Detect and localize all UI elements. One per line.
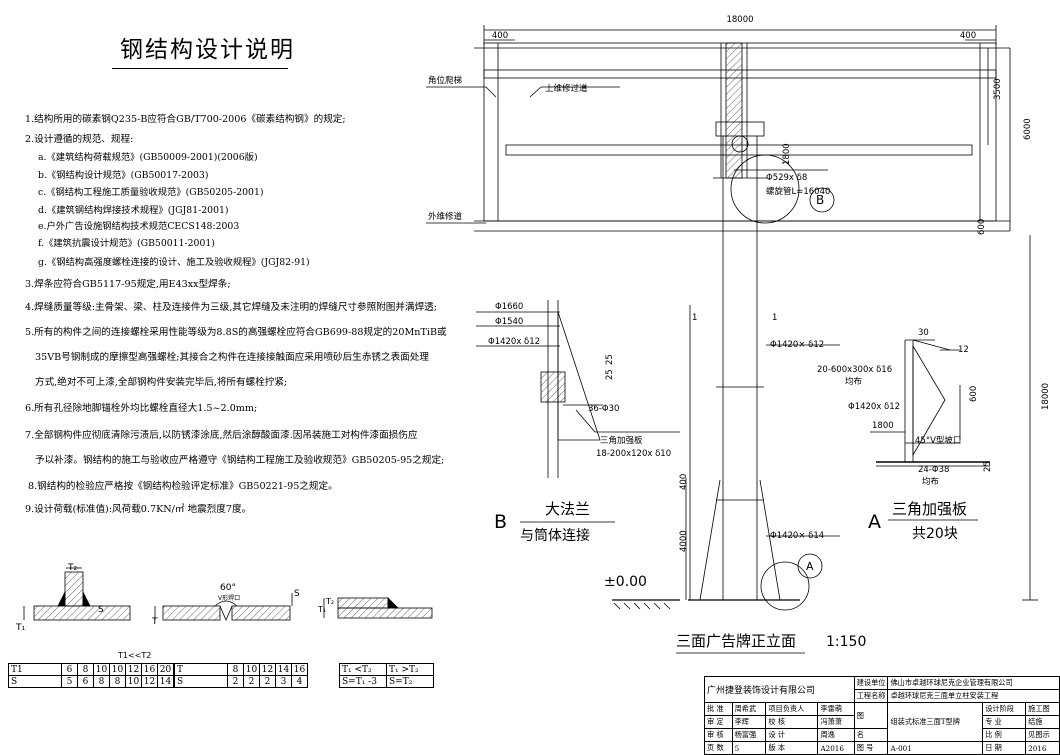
section-spec-upper: Φ1420× δ12 [770, 340, 824, 350]
detail-a-letter: A [868, 511, 881, 533]
weld-detail-2 [154, 593, 293, 622]
dim-400-column: 400 [679, 474, 689, 490]
ladder-label: 角位爬梯 [428, 75, 463, 86]
project-name: 卓越环球尼克三面单立柱安装工程 [887, 689, 1060, 703]
section-mark-left: 1 [692, 313, 697, 323]
page-title: 钢结构设计说明 [120, 37, 295, 63]
flange-dim-25b: 25 [605, 369, 615, 380]
detail-a-bolts: 24-Φ38 [918, 465, 949, 475]
note-2b: b.《钢结构设计规范》(GB50017-2003) [38, 170, 209, 181]
elevation-scale: 1:150 [826, 634, 866, 650]
rib-name: 三角加强板 [600, 435, 643, 446]
detail-a-plate: 20-600x300x δ16 [817, 365, 892, 375]
detail-a-even: 均布 [845, 376, 862, 387]
note-6: 6.所有孔径除地脚锚栓外均比螺栓直径大1.5~2.0mm; [25, 403, 258, 414]
dim-400-right: 400 [960, 31, 976, 41]
note-5c: 方式,绝对不可上漆,全部钢构件安装完毕后,将所有螺栓拧紧; [35, 377, 288, 388]
note-2d: d.《建筑钢结构焊接技术规程》(JGJ81-2001) [38, 205, 229, 216]
title-underline [112, 68, 288, 69]
section-mark-right: 1 [772, 313, 777, 323]
note-3: 3.焊条应符合GB5117-95规定,用E43xx型焊条; [25, 279, 231, 290]
flange-dim-25a: 25 [605, 354, 615, 365]
weld-detail-1 [23, 567, 131, 621]
detail-a-dim-600: 600 [969, 386, 979, 402]
dim-18000-vertical: 18000 [1041, 383, 1051, 410]
note-8: 8.钢结构的检验应严格按《钢结构检验评定标准》GB50221-95之规定。 [28, 481, 338, 492]
weld3-t1: T₁ [317, 605, 326, 614]
detail-a-dim-1800: 1800 [872, 421, 894, 431]
note-7: 7.全部钢构件应彻底清除污渍后,以防锈漆涂底,然后涂醇酸面漆.因吊装施工对构件漆… [25, 430, 418, 441]
note-2f: f.《建筑抗震设计规范》(GB50011-2001) [38, 238, 215, 249]
detail-b [476, 300, 680, 478]
title-block: 广州捷登装饰设计有限公司 建设单位 佛山市卓越环球尼克企业管理有限公司 工程名称… [704, 676, 1060, 755]
weld1-s: S [98, 605, 104, 615]
upper-walkway-label: 上维修过道 [545, 83, 588, 94]
note-4: 4.焊缝质量等级:主骨架、梁、柱及连接件为三级,其它焊缝及未注明的焊缝尺寸参照附… [25, 302, 438, 313]
weld1-condition: T1<<T2 [117, 651, 151, 660]
ladder [720, 42, 748, 179]
dim-6000: 6000 [1023, 118, 1033, 140]
detail-a-subtitle: 共20块 [912, 526, 958, 542]
ground [612, 599, 680, 610]
weld1-t1: T₁ [15, 623, 25, 633]
dim-600: 600 [977, 219, 987, 235]
build-unit: 佛山市卓越环球尼克企业管理有限公司 [887, 676, 1060, 690]
detail-a-dim-30: 30 [918, 328, 929, 338]
note-9: 9.设计荷载(标准值):风荷载0.7KN/㎡ 地震烈度7度。 [25, 504, 252, 515]
callout-a: A [806, 560, 814, 573]
dim-400-left: 400 [492, 31, 508, 41]
weld2-t: T [151, 617, 158, 627]
elevation-caption: 三面广告牌正立面 [676, 632, 796, 650]
note-2e: e.户外广告设施钢结构技术规范CECS148:2003 [38, 221, 240, 232]
note-2g: g.《钢结构高强度螺栓连接的设计、施工及验收规程》(JGJ82-91) [38, 257, 310, 268]
pipe-length: 螺旋管L=16040 [766, 186, 830, 197]
rib-spec: 18-200x120x δ10 [596, 449, 671, 459]
weld2-s: S [294, 589, 300, 599]
detail-a-title: 三角加强板 [892, 500, 967, 518]
weld2-angle: 60° [220, 583, 236, 593]
detail-b-title: 大法兰 [545, 500, 590, 518]
note-2c: c.《钢结构工程施工质量验收规范》(GB50205-2001) [38, 187, 264, 198]
dim-1800: 1800 [782, 143, 792, 165]
dim-4000: 4000 [679, 530, 689, 552]
detail-a-even2: 均布 [922, 476, 939, 487]
detail-a [870, 339, 990, 467]
note-5: 5.所有的构件之间的连接螺栓采用性能等级为8.8S的高强螺栓应符合GB699-8… [25, 327, 447, 338]
weld3-t2: T₂ [325, 597, 334, 606]
flange-holes: 36-Φ30 [588, 404, 619, 414]
note-7b: 予以补漆。钢结构的施工与验收应严格遵守《钢结构工程施工及验收规范》GB50205… [35, 455, 445, 466]
weld1-t2: T₂ [67, 563, 77, 573]
detail-a-groove: 45°V型坡口 [915, 435, 961, 446]
leaders [426, 86, 840, 537]
flange-d1540: Φ1540 [495, 317, 523, 327]
outer-walkway-label: 外维修道 [428, 211, 463, 222]
dim-18000: 18000 [726, 15, 753, 25]
weld2-groove: V形焊口 [218, 594, 240, 602]
section-spec-lower: Φ1420× δ14 [770, 531, 824, 541]
note-1: 1.结构所用的碳素钢Q235-B应符合GB/T700-2006《碳素结构钢》的规… [25, 114, 346, 125]
note-2: 2.设计遵循的规范、规程: [25, 134, 134, 145]
detail-b-letter: B [494, 511, 507, 533]
note-5b: 35VB号钢制成的摩擦型高强螺栓;其接合之构件在连接接触面应采用喷砂后生赤锈之表… [35, 352, 429, 363]
dim-3500: 3500 [993, 78, 1003, 100]
detail-a-dim-25: 25 [983, 461, 993, 472]
callout-b: B [816, 193, 824, 207]
detail-a-pipe: Φ1420x δ12 [848, 402, 900, 412]
company-name: 广州捷登装饰设计有限公司 [704, 676, 855, 703]
ground-level: ±0.00 [604, 574, 647, 590]
note-2a: a.《建筑结构荷载规范》(GB50009-2001)(2006版) [38, 152, 258, 163]
weld-detail-3 [323, 597, 433, 619]
detail-b-subtitle: 与筒体连接 [520, 527, 590, 544]
detail-a-dim-12: 12 [958, 345, 969, 355]
column [612, 121, 1038, 611]
drawing-name: 组装式标准三面T型牌 [887, 702, 984, 742]
flange-d1660: Φ1660 [495, 302, 523, 312]
pipe-spec: Φ529x δ8 [766, 173, 807, 183]
flange-pipe: Φ1420x δ12 [488, 337, 540, 347]
